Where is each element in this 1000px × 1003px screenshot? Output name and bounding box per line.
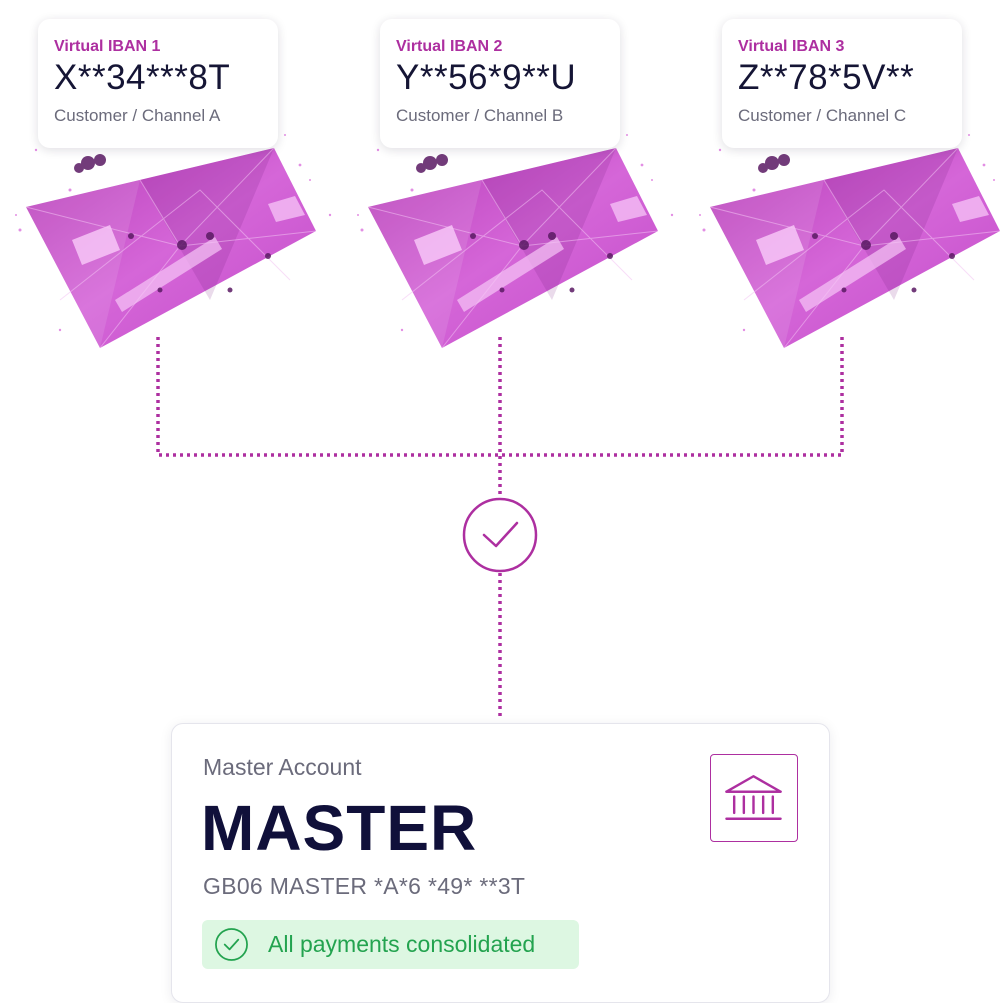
bank-building-icon [710, 754, 798, 842]
virtual-iban-card-2: Virtual IBAN 2 Y**56*9**U Customer / Cha… [380, 19, 620, 148]
card-illustration-1 [14, 133, 332, 349]
iban-label: Virtual IBAN 1 [54, 38, 161, 55]
iban-value: X**34***8T [54, 58, 231, 97]
connector-line-1 [156, 337, 500, 457]
check-icon [482, 521, 519, 548]
check-circle-icon [215, 928, 248, 961]
master-account-card: Master Account MASTER GB06 MASTER *A*6 *… [171, 723, 830, 1003]
hub-check [462, 497, 538, 573]
master-account-title: MASTER [201, 792, 478, 864]
status-badge: All payments consolidated [202, 920, 579, 969]
virtual-iban-card-3: Virtual IBAN 3 Z**78*5V** Customer / Cha… [722, 19, 962, 148]
iban-value: Y**56*9**U [396, 58, 577, 97]
iban-label: Virtual IBAN 3 [738, 38, 845, 55]
iban-channel: Customer / Channel C [738, 106, 907, 125]
master-account-iban: GB06 MASTER *A*6 *49* **3T [203, 873, 526, 899]
hub-circle [462, 497, 538, 573]
card-illustration-2 [356, 133, 674, 349]
iban-label: Virtual IBAN 2 [396, 38, 503, 55]
iban-value: Z**78*5V** [738, 58, 915, 97]
master-account-label: Master Account [203, 754, 362, 780]
virtual-iban-card-1: Virtual IBAN 1 X**34***8T Customer / Cha… [38, 19, 278, 148]
connector-line-3 [500, 337, 844, 457]
card-illustration-3 [698, 133, 1000, 349]
bank-icon-glyph [725, 775, 782, 820]
iban-channel: Customer / Channel B [396, 106, 564, 125]
iban-channel: Customer / Channel A [54, 106, 221, 125]
dotted-connectors [156, 337, 844, 718]
status-text: All payments consolidated [268, 931, 536, 957]
